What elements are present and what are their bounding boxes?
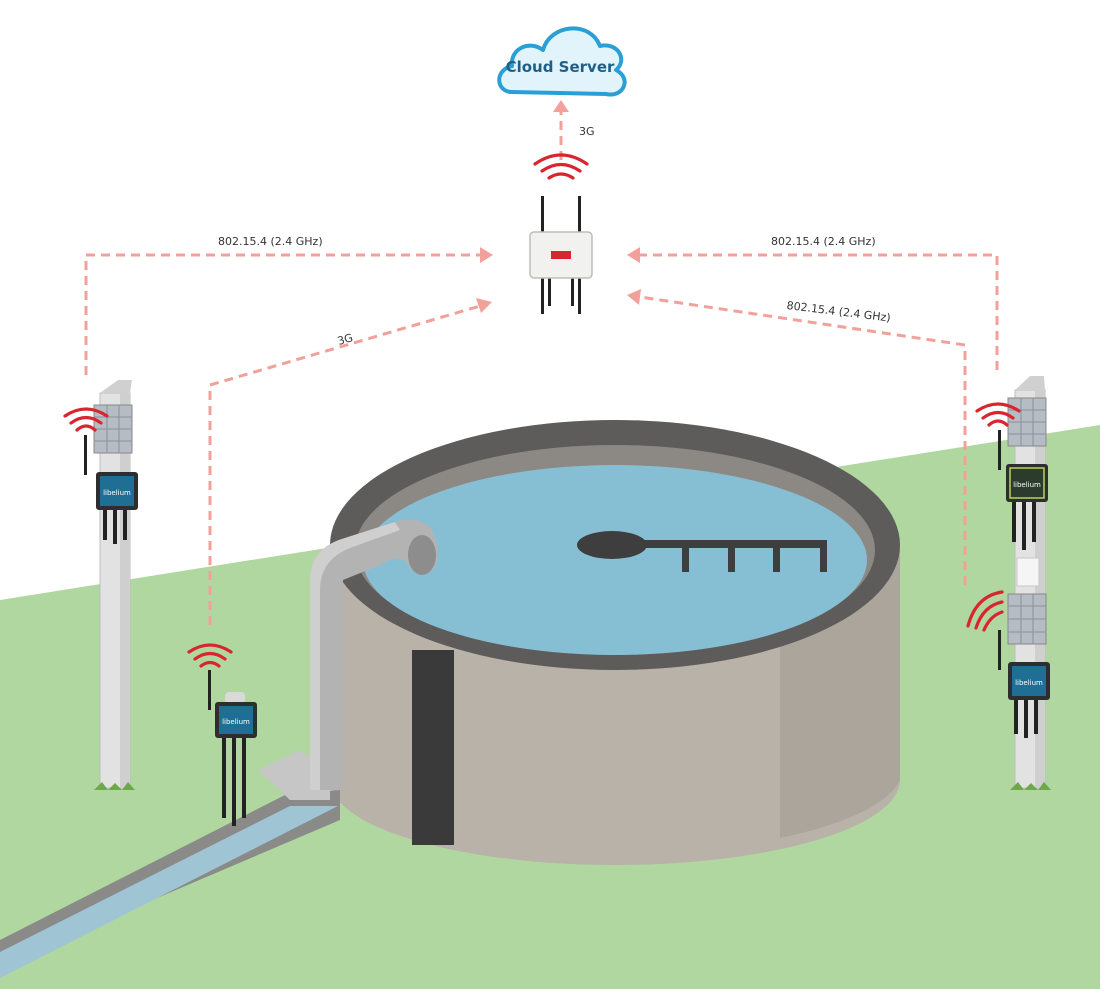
gateway-icon <box>529 196 593 314</box>
device-logo-text: libelium <box>1013 481 1041 489</box>
wifi-signal-icon <box>966 590 1004 632</box>
device-logo-text: libelium <box>103 489 131 497</box>
solar-panel-icon <box>1007 593 1047 645</box>
tank <box>330 420 900 865</box>
link-label-channel-node: 3G <box>336 331 355 348</box>
cloud-server: Cloud Server <box>497 26 627 97</box>
tank-stripe <box>412 650 454 845</box>
link-right-pole-top-gateway <box>640 253 999 370</box>
cloud-icon <box>497 26 627 97</box>
arrow-to-cloud <box>553 100 569 112</box>
right-pole <box>966 376 1051 790</box>
wifi-signal-icon <box>975 402 1021 427</box>
wifi-signal-icon <box>63 407 109 432</box>
link-label-right-pole-top: 802.15.4 (2.4 GHz) <box>771 235 876 248</box>
sensor-node-icon <box>998 630 1050 738</box>
channel <box>0 790 340 978</box>
link-label-gateway-cloud: 3G <box>579 125 595 138</box>
device-logo-text: libelium <box>222 718 250 726</box>
link-right-pole-bottom-gateway <box>639 295 967 585</box>
clarifier-bridge <box>577 531 827 572</box>
wifi-signal-icon <box>187 643 233 668</box>
tank-water <box>363 465 867 655</box>
sensor-node-icon <box>215 702 257 826</box>
sensor-node-icon <box>84 435 138 544</box>
cloud-server-label: Cloud Server <box>506 58 615 76</box>
pipe-icon <box>258 519 438 800</box>
left-pole <box>63 380 138 790</box>
gateway <box>529 153 593 314</box>
arrow-channel-node <box>476 298 492 313</box>
sensor-node-icon <box>998 430 1048 550</box>
link-channel-node-gateway <box>208 304 481 625</box>
device-logo-text: libelium <box>1015 679 1043 687</box>
arrow-left-pole <box>480 247 493 263</box>
link-left-pole-gateway <box>84 253 480 375</box>
channel-sensor-node <box>187 643 257 826</box>
link-label-left-pole: 802.15.4 (2.4 GHz) <box>218 235 323 248</box>
arrow-right-pole-top <box>627 247 640 263</box>
solar-panel-icon <box>1007 397 1047 447</box>
wifi-signal-icon <box>533 153 589 180</box>
arrow-right-pole-bottom <box>627 289 641 305</box>
